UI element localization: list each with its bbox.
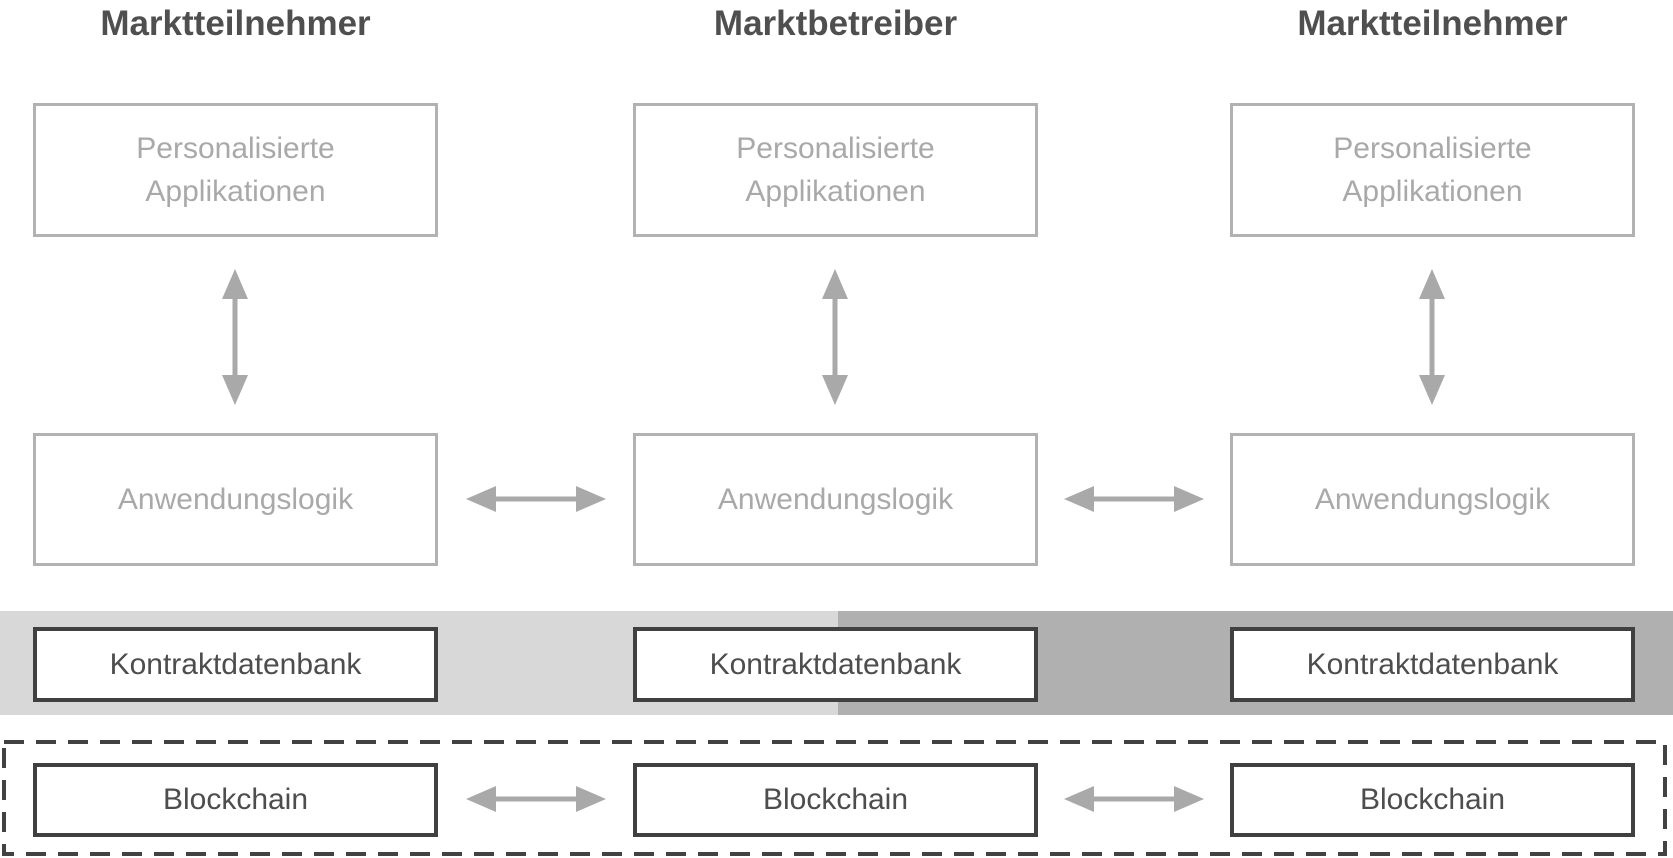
logic-box-label: Anwendungslogik [717,482,954,516]
blockchain-box-label: Blockchain [762,783,909,817]
blockchain-box-center: Blockchain [633,763,1038,837]
applications-box-label: Personalisierte Applikationen [736,131,935,209]
blockchain-dashed-boundary [2,740,1667,856]
horizontal-double-arrow-icon-logic-left [466,486,606,512]
blockchain-box-label: Blockchain [1359,783,1506,817]
horizontal-double-arrow-icon-blockchain-left [466,786,606,812]
contract-db-box-left: Kontraktdatenbank [33,627,438,702]
logic-box-right: Anwendungslogik [1230,433,1635,566]
blockchain-box-right: Blockchain [1230,763,1635,837]
column-header-right: Marktteilnehmer [1297,4,1568,43]
column-header-left: Marktteilnehmer [100,4,371,43]
vertical-double-arrow-icon-left [222,269,248,405]
applications-box-label: Personalisierte Applikationen [136,131,335,209]
contract-db-box-right: Kontraktdatenbank [1230,627,1635,702]
applications-box-right: Personalisierte Applikationen [1230,103,1635,237]
logic-box-center: Anwendungslogik [633,433,1038,566]
vertical-double-arrow-icon-center [822,269,848,405]
vertical-double-arrow-icon-right [1419,269,1445,405]
applications-box-label: Personalisierte Applikationen [1333,131,1532,209]
blockchain-box-left: Blockchain [33,763,438,837]
logic-box-label: Anwendungslogik [1314,482,1551,516]
applications-box-left: Personalisierte Applikationen [33,103,438,237]
horizontal-double-arrow-icon-logic-right [1064,486,1204,512]
blockchain-box-label: Blockchain [162,783,309,817]
applications-box-center: Personalisierte Applikationen [633,103,1038,237]
column-header-center: Marktbetreiber [713,4,958,43]
contract-db-box-label: Kontraktdatenbank [709,647,962,681]
logic-box-label: Anwendungslogik [117,482,354,516]
contract-db-box-label: Kontraktdatenbank [109,647,362,681]
contract-db-box-label: Kontraktdatenbank [1306,647,1559,681]
contract-db-box-center: Kontraktdatenbank [633,627,1038,702]
logic-box-left: Anwendungslogik [33,433,438,566]
horizontal-double-arrow-icon-blockchain-right [1064,786,1204,812]
